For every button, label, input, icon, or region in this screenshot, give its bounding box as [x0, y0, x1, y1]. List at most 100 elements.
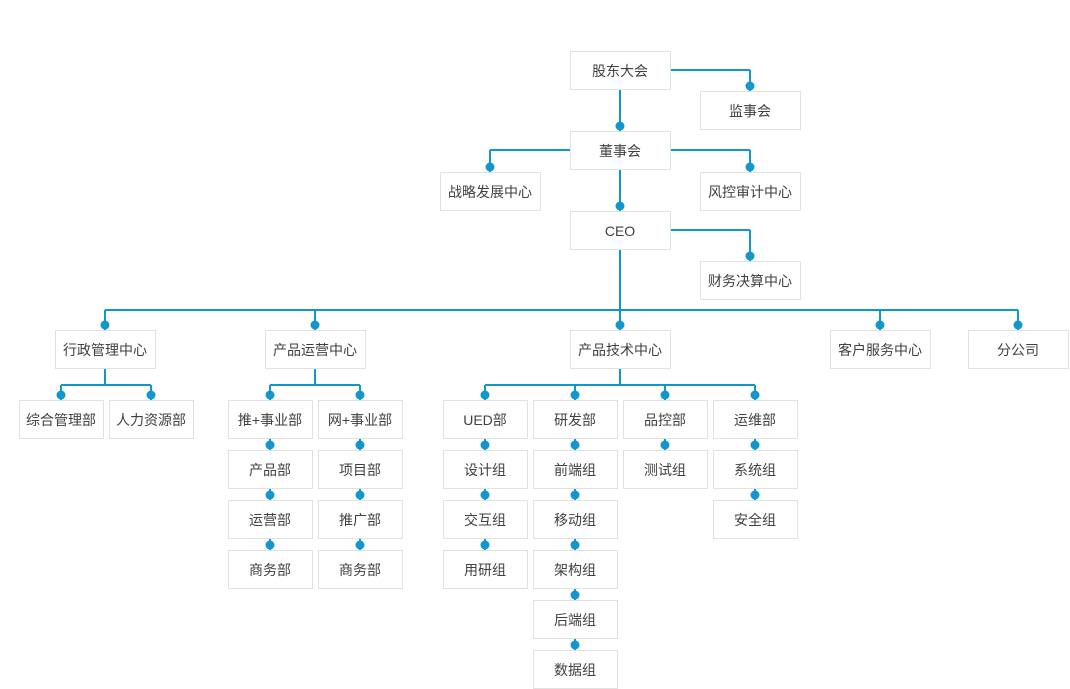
org-node-swb2: 商务部	[318, 550, 403, 589]
connector-dot	[745, 251, 755, 261]
org-node-box	[570, 330, 671, 369]
org-node-label: 系统组	[734, 462, 776, 478]
connector-dot	[265, 390, 275, 400]
org-node-box	[228, 500, 313, 539]
connector-dot	[660, 440, 670, 450]
org-node-box	[570, 51, 671, 90]
connector-dot	[480, 390, 490, 400]
connector-dot	[570, 440, 580, 450]
org-node-label: 用研组	[464, 562, 506, 578]
connector-dot	[745, 81, 755, 91]
org-node-box	[228, 450, 313, 489]
org-node-ued: UED部	[443, 400, 528, 439]
connector-dot	[265, 440, 275, 450]
org-node-label: 商务部	[249, 562, 291, 578]
connector-dot	[480, 540, 490, 550]
org-node-ceo: CEO	[570, 211, 671, 250]
connector-dot	[146, 390, 156, 400]
org-node-jsh: 监事会	[700, 91, 801, 130]
connector-dot	[355, 390, 365, 400]
connector-dot	[1013, 320, 1023, 330]
org-node-jgz: 架构组	[533, 550, 618, 589]
org-node-label: 研发部	[554, 412, 596, 428]
connector-dot	[355, 540, 365, 550]
org-node-label: 战略发展中心	[448, 184, 532, 200]
org-node-box	[228, 400, 313, 439]
org-node-box	[19, 400, 104, 439]
connector-dot	[745, 162, 755, 172]
org-node-label: 客户服务中心	[838, 342, 922, 358]
org-node-box	[533, 550, 618, 589]
org-node-zlfz: 战略发展中心	[440, 172, 541, 211]
org-node-sjuz: 数据组	[533, 650, 618, 689]
org-node-label: 产品运营中心	[273, 342, 357, 358]
org-node-csz: 测试组	[623, 450, 708, 489]
org-node-label: 交互组	[464, 512, 506, 528]
org-node-sjz: 设计组	[443, 450, 528, 489]
org-node-box	[700, 91, 801, 130]
org-node-label: 数据组	[554, 662, 596, 678]
org-node-box	[570, 211, 671, 250]
org-node-fksj: 风控审计中心	[700, 172, 801, 211]
org-node-box	[109, 400, 194, 439]
connector-dot	[265, 490, 275, 500]
org-node-label: 设计组	[464, 462, 506, 478]
org-node-ydz: 移动组	[533, 500, 618, 539]
org-node-label: 推+事业部	[238, 412, 302, 428]
org-node-label: CEO	[605, 223, 635, 239]
org-node-label: 前端组	[554, 462, 596, 478]
org-node-box	[318, 450, 403, 489]
org-node-label: 股东大会	[592, 63, 648, 79]
org-node-pkb: 品控部	[623, 400, 708, 439]
connector-dot	[615, 320, 625, 330]
org-node-box	[318, 500, 403, 539]
org-node-label: UED部	[463, 412, 507, 428]
org-node-box	[968, 330, 1069, 369]
org-node-xtz: 系统组	[713, 450, 798, 489]
org-node-label: 运营部	[249, 512, 291, 528]
connector-dot	[615, 201, 625, 211]
org-node-box	[570, 131, 671, 170]
org-node-box	[533, 650, 618, 689]
connector-dot	[485, 162, 495, 172]
connector-dot	[56, 390, 66, 400]
org-node-label: 董事会	[599, 143, 641, 159]
org-node-swb1: 商务部	[228, 550, 313, 589]
org-node-label: 人力资源部	[116, 412, 186, 428]
org-node-tgb: 推广部	[318, 500, 403, 539]
org-node-ywb: 运维部	[713, 400, 798, 439]
org-node-box	[443, 550, 528, 589]
org-node-box	[443, 400, 528, 439]
org-node-box	[228, 550, 313, 589]
org-node-box	[533, 450, 618, 489]
org-node-box	[713, 450, 798, 489]
org-node-zhglb: 综合管理部	[19, 400, 104, 439]
org-node-box	[700, 172, 801, 211]
org-node-cpyy: 产品运营中心	[265, 330, 366, 369]
org-node-box	[533, 500, 618, 539]
org-node-label: 品控部	[644, 412, 686, 428]
org-node-xmb: 项目部	[318, 450, 403, 489]
org-node-box	[830, 330, 931, 369]
org-node-box	[440, 172, 541, 211]
org-node-box	[533, 600, 618, 639]
org-node-cpb: 产品部	[228, 450, 313, 489]
connector-dot	[570, 540, 580, 550]
org-node-label: 后端组	[554, 612, 596, 628]
org-node-yfb: 研发部	[533, 400, 618, 439]
org-node-tsyb: 推+事业部	[228, 400, 313, 439]
org-node-wsyb: 网+事业部	[318, 400, 403, 439]
org-node-label: 安全组	[734, 512, 776, 528]
connector-dot	[570, 390, 580, 400]
connector-dot	[265, 540, 275, 550]
org-node-label: 行政管理中心	[63, 342, 147, 358]
org-node-jhz: 交互组	[443, 500, 528, 539]
org-node-box	[623, 450, 708, 489]
connector-dot	[570, 640, 580, 650]
connector-dot	[570, 490, 580, 500]
org-node-dsh: 董事会	[570, 131, 671, 170]
org-node-fgs: 分公司	[968, 330, 1069, 369]
org-node-label: 推广部	[339, 512, 381, 528]
